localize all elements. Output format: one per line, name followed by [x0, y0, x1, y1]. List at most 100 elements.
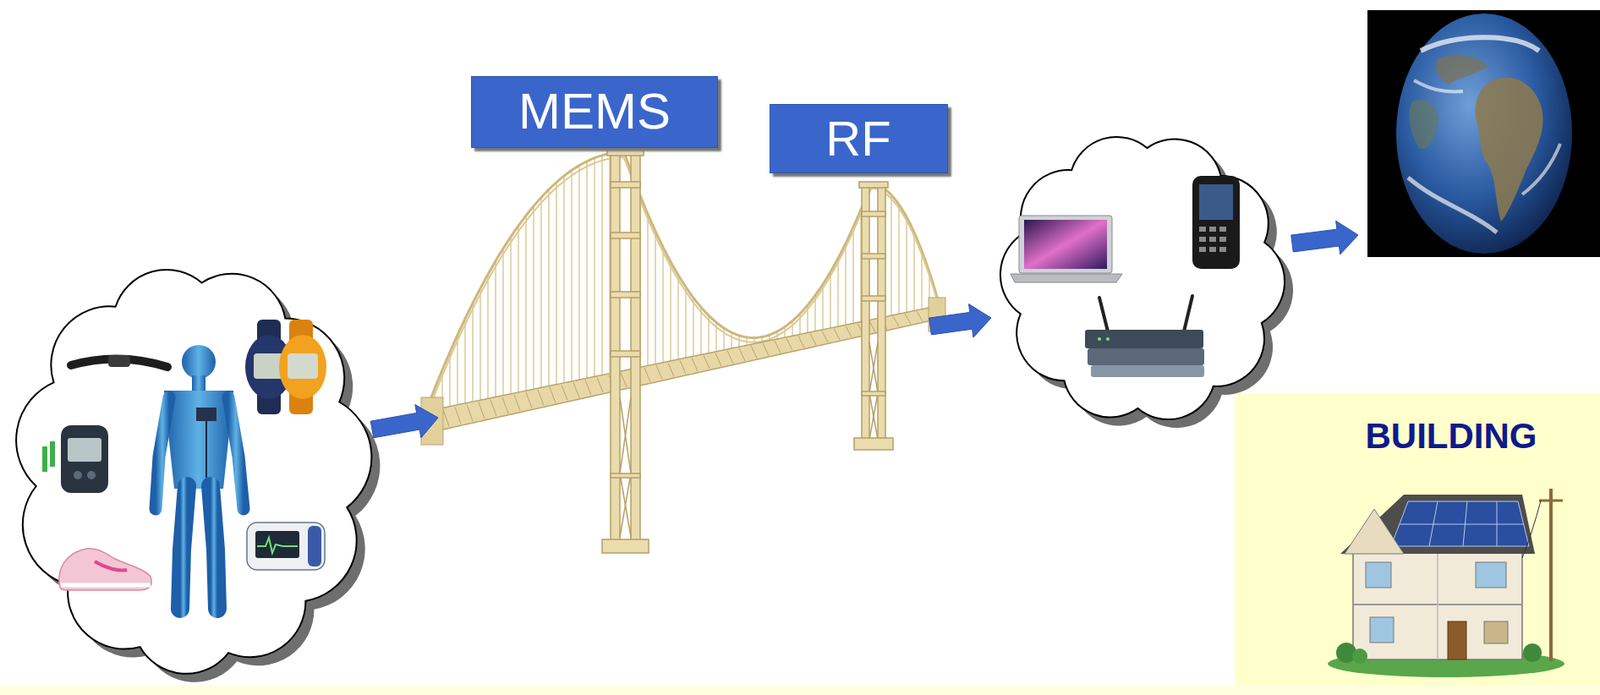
earth-image [1367, 10, 1600, 258]
wireless-router [1084, 329, 1204, 349]
human-body [155, 397, 170, 510]
house-drawing [1327, 488, 1565, 678]
earth-image [1420, 37, 1540, 51]
bridge-hanger [540, 197, 542, 389]
bridge-tower [861, 295, 886, 302]
bridge-hanger [791, 321, 793, 337]
bridge-hanger [494, 261, 496, 398]
glucose-meter [49, 441, 55, 467]
bridge-hanger [464, 318, 466, 404]
sport-shoe [59, 548, 152, 591]
bridge-truss [703, 355, 710, 369]
wireless-router [1090, 365, 1205, 378]
house-drawing [1399, 524, 1524, 526]
bridge-truss [904, 313, 911, 324]
bridge-tower [630, 152, 641, 543]
flow-arrow [370, 220, 1359, 439]
heart-monitor [246, 522, 325, 570]
bridge-truss [715, 353, 722, 367]
earth-image [1435, 54, 1489, 85]
bridge-hanger [913, 232, 915, 312]
bridge-truss [478, 402, 485, 420]
bridge-truss [443, 409, 450, 427]
mobile-phone [1192, 175, 1240, 269]
house-drawing [1549, 488, 1553, 662]
glucose-meter [42, 425, 109, 494]
bridge-tower [602, 148, 649, 554]
bridge-truss [537, 389, 544, 406]
bridge-truss [573, 382, 580, 398]
bridge-hanger [532, 206, 534, 390]
human-body [164, 390, 234, 489]
wrist-watch [279, 334, 327, 400]
glucose-meter [67, 438, 102, 462]
house-drawing [1539, 499, 1563, 503]
bridge-truss [561, 384, 568, 400]
bridge-hanger [692, 297, 694, 357]
wireless-router [1097, 337, 1102, 341]
mobile-phone [1209, 246, 1217, 253]
node-title: BUILDING [1365, 416, 1538, 456]
bridge-truss [798, 335, 805, 348]
house-drawing [1463, 501, 1468, 547]
bridge-truss [668, 362, 674, 377]
earth-image [1408, 177, 1497, 233]
mobile-phone [1219, 226, 1227, 232]
bridge-hanger [662, 246, 664, 363]
bridge-tower [610, 152, 620, 543]
bridge-hanger [837, 258, 839, 328]
mobile-phone [1199, 184, 1233, 220]
bridge-truss [786, 338, 793, 351]
bridge-tower [619, 397, 631, 474]
laptop [1024, 219, 1107, 269]
glucose-meter [73, 471, 83, 480]
bridge-drawing [421, 148, 946, 554]
cloud-shape [16, 269, 372, 674]
mobile-phone [1199, 246, 1206, 253]
bridge-hanger [578, 165, 580, 380]
bridge-hanger [898, 204, 899, 314]
bridge-truss [502, 397, 509, 414]
sport-shoe [94, 561, 127, 571]
bridge-truss [869, 321, 876, 333]
earth-image [1408, 99, 1439, 149]
earth-image [1522, 143, 1561, 195]
bridge-truss [549, 387, 556, 403]
mobile-phone [1219, 246, 1227, 253]
bridge-truss [750, 345, 757, 359]
bridge-truss [526, 392, 532, 409]
heart-monitor [307, 526, 322, 567]
bridge-truss [845, 326, 852, 338]
bridge-hanger [555, 182, 557, 385]
laptop [1010, 215, 1123, 283]
bridge-truss [691, 357, 698, 372]
chest-strap [108, 355, 131, 368]
bridge-tower [854, 181, 894, 450]
earth-image [1396, 13, 1573, 254]
house-drawing [1352, 648, 1368, 664]
house-drawing [1436, 549, 1439, 660]
mobile-phone [1192, 175, 1240, 269]
house-drawing [1429, 501, 1438, 547]
bridge-truss [679, 360, 686, 374]
wireless-router [1084, 295, 1205, 378]
building-panel: BUILDING [1234, 393, 1600, 686]
bridge-tower [861, 253, 886, 259]
bridge-truss [739, 348, 746, 362]
bridge-hanger [517, 225, 519, 393]
bridge-truss [810, 333, 817, 346]
flow-arrow [370, 405, 439, 439]
wireless-router [1087, 348, 1205, 366]
bridge-tower [602, 539, 649, 554]
bridge-tower [610, 350, 641, 357]
wireless-router [1183, 295, 1193, 332]
bridge-tower [869, 393, 878, 440]
bridge-tower [607, 148, 644, 156]
building-panel-ground [1234, 393, 1600, 686]
mobile-phone [1199, 226, 1227, 253]
chest-strap [71, 355, 168, 368]
bridge-truss [644, 367, 651, 383]
human-body [180, 486, 187, 609]
earth-image [1474, 77, 1543, 222]
